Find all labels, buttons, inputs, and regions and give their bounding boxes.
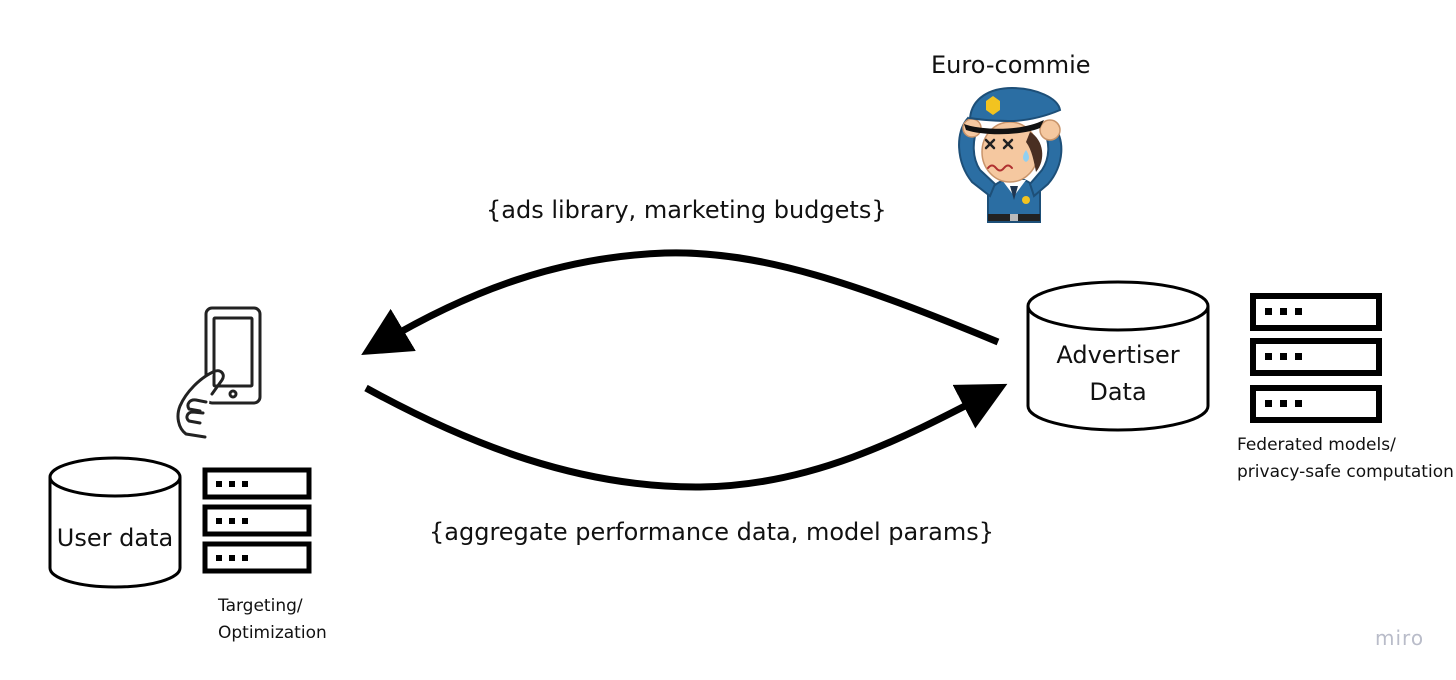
advertiser-data-cylinder bbox=[1026, 280, 1210, 432]
flow-label-top: {ads library, marketing budgets} bbox=[486, 196, 887, 224]
confused-officer-illustration bbox=[958, 86, 1063, 223]
user-data-label: User data bbox=[56, 524, 174, 552]
right-server-stack-icon bbox=[1250, 293, 1382, 423]
left-server-caption: Targeting/ Optimization bbox=[218, 593, 327, 647]
right-server-caption-line2: privacy-safe computation bbox=[1237, 462, 1454, 482]
flow-label-bottom: {aggregate performance data, model param… bbox=[429, 518, 994, 546]
left-server-caption-line2: Optimization bbox=[218, 623, 327, 643]
right-server-caption: Federated models/ privacy-safe computati… bbox=[1237, 432, 1454, 486]
advertiser-data-label-line2: Data bbox=[1089, 378, 1147, 406]
badge-icon bbox=[1022, 196, 1030, 204]
advertiser-data-label: Advertiser Data bbox=[1030, 337, 1206, 411]
officer-hat bbox=[968, 86, 1062, 123]
left-server-caption-line1: Targeting/ bbox=[218, 596, 303, 616]
miro-watermark: miro bbox=[1375, 626, 1425, 650]
advertiser-data-label-line1: Advertiser bbox=[1056, 341, 1180, 369]
user-data-cylinder bbox=[48, 456, 182, 589]
flow-arrow-to-user bbox=[361, 249, 1000, 356]
server-unit bbox=[1250, 385, 1382, 423]
server-unit bbox=[1250, 338, 1382, 376]
server-unit bbox=[202, 504, 312, 537]
server-unit bbox=[202, 541, 312, 574]
right-server-caption-line1: Federated models/ bbox=[1237, 435, 1396, 455]
officer-label: Euro-commie bbox=[931, 51, 1091, 79]
phone-hand-icon bbox=[176, 306, 262, 439]
server-unit bbox=[1250, 293, 1382, 331]
server-unit bbox=[202, 467, 312, 500]
flow-arrow-to-advertiser bbox=[364, 383, 1008, 491]
left-server-stack-icon bbox=[202, 467, 312, 574]
